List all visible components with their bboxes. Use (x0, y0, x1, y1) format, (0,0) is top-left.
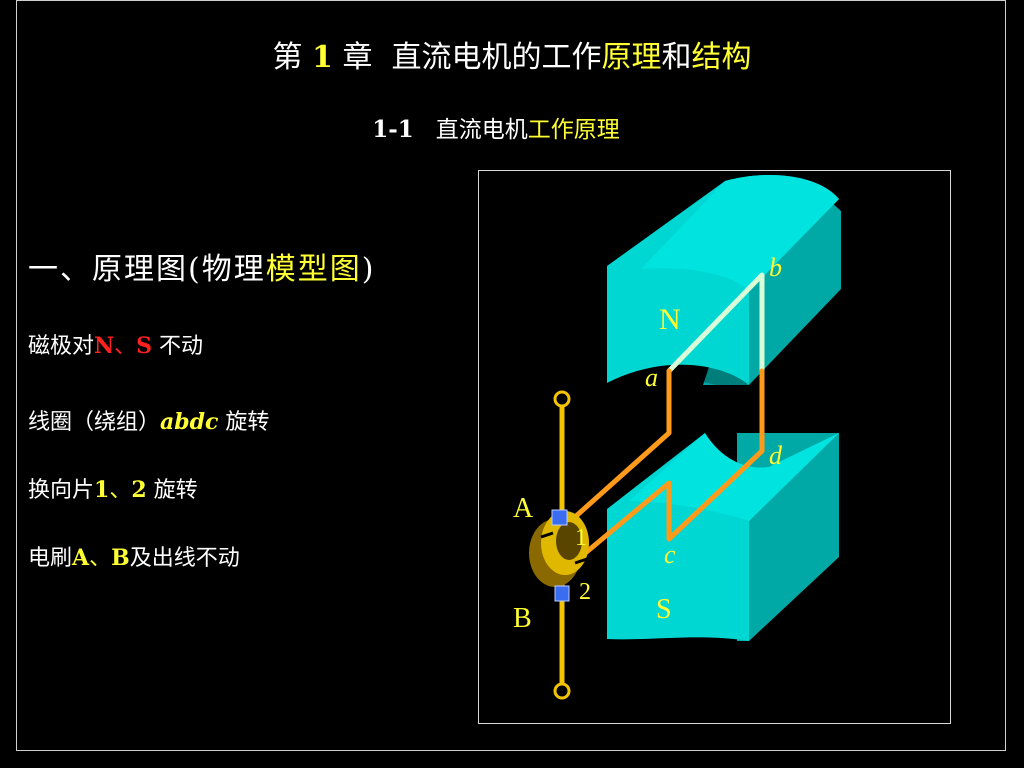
segment-label-2: 2 (579, 579, 591, 605)
bullet-magnet-poles: 磁极对N、S 不动 (28, 333, 204, 359)
brush-label-a: A (513, 493, 534, 524)
pole-label-n: N (659, 303, 681, 336)
brush-b (554, 585, 570, 602)
brush-a (551, 509, 568, 526)
coil-point-a: a (645, 363, 658, 392)
motor-model-diagram: N S b a d c A B 1 2 (513, 175, 841, 700)
coil-point-d: d (769, 441, 783, 470)
brush-label-b: B (513, 603, 532, 634)
section-heading: 一、原理图(物理模型图) (28, 252, 376, 287)
bullet-commutator: 换向片1、2 旋转 (28, 477, 198, 503)
coil-point-c: c (664, 540, 676, 569)
segment-label-1: 1 (575, 525, 587, 551)
coil-point-b: b (769, 253, 782, 282)
bullet-coil: 线圈（绕组）abdc 旋转 (28, 409, 270, 435)
motor-model-figure: N S b a d c A B 1 2 (478, 170, 951, 724)
south-pole-magnet (607, 433, 839, 641)
slide-frame (16, 0, 1006, 751)
slide-title: 第 1 章 直流电机的工作原理和结构 (272, 40, 752, 75)
bullet-brushes: 电刷A、B及出线不动 (28, 545, 240, 571)
commutator (529, 511, 589, 587)
pole-label-s: S (656, 594, 672, 625)
north-pole-magnet (607, 175, 841, 401)
armature-coil (572, 272, 765, 558)
slide-subtitle: 1-1 直流电机工作原理 (372, 116, 620, 143)
